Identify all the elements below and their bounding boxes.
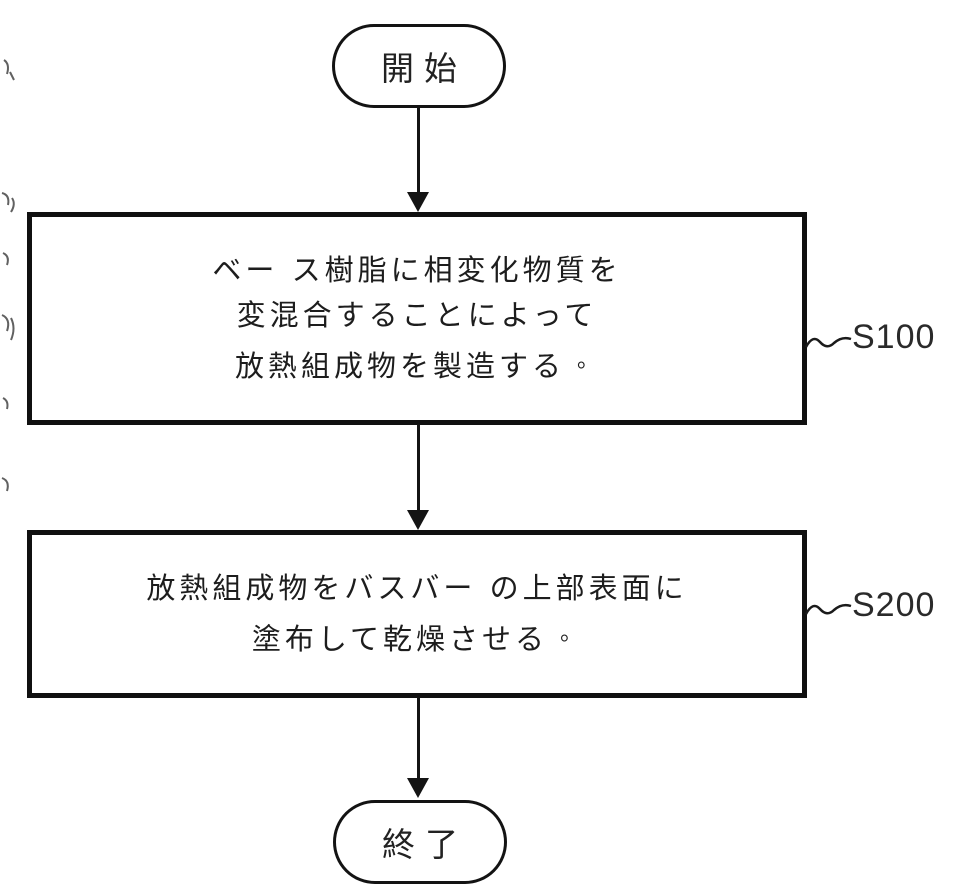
- arrow-step1-to-step2-line: [417, 424, 420, 512]
- step-label-s200: S200: [852, 586, 936, 624]
- process-text-line: 放熱組成物を製造する。: [235, 338, 599, 389]
- page-edge-text-fragments: [1, 59, 15, 492]
- end-terminal: 終了: [333, 800, 507, 884]
- arrow-step2-to-end-line: [417, 697, 420, 780]
- arrow-start-to-step1-head: [407, 192, 429, 212]
- process-text-line: 放熱組成物をバスバー の上部表面に: [146, 571, 688, 605]
- period-mark: 。: [560, 621, 583, 646]
- reference-connector-s100: [805, 336, 852, 348]
- period-mark: 。: [577, 348, 600, 373]
- process-text-line: 塗布して乾燥させる。: [252, 611, 582, 662]
- process-box-s100: ベー ス樹脂に相変化物質を 変混合することによって 放熱組成物を製造する。: [27, 212, 807, 425]
- process-text-line: 変混合することによって: [236, 298, 598, 332]
- arrow-start-to-step1-line: [417, 108, 420, 194]
- end-terminal-label: 終了: [382, 825, 468, 864]
- process-box-s200: 放熱組成物をバスバー の上部表面に 塗布して乾燥させる。: [27, 530, 807, 698]
- step-label-s100: S100: [852, 318, 936, 356]
- process-text-line: ベー ス樹脂に相変化物質を: [212, 253, 622, 287]
- arrow-step1-to-step2-head: [407, 510, 429, 530]
- start-terminal-label: 開始: [381, 49, 467, 88]
- reference-connector-s200: [805, 603, 852, 615]
- start-terminal: 開始: [332, 24, 506, 108]
- arrow-step2-to-end-head: [407, 778, 429, 798]
